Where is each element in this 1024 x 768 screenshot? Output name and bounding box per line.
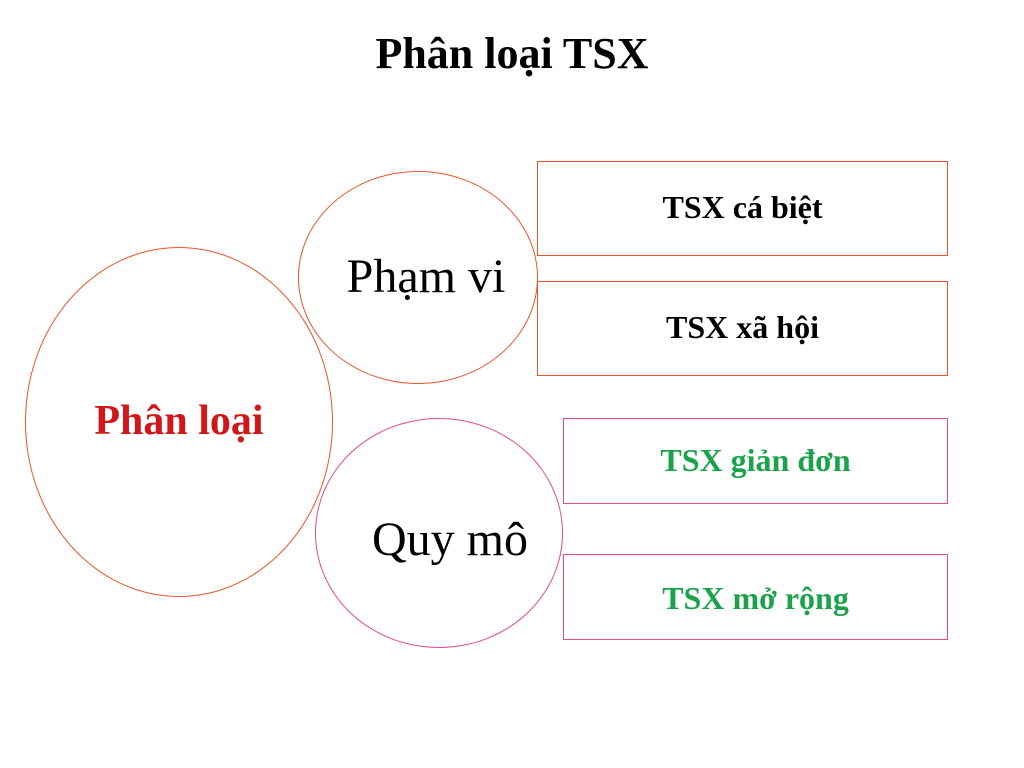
category-label-scale: Quy mô (372, 512, 528, 566)
leaf-label-individual: TSX cá biệt (662, 189, 823, 225)
leaf-box-simple: TSX giản đơn (563, 418, 948, 504)
category-label-scope: Phạm vi (346, 250, 506, 303)
category-node-scale: Quy mô (315, 418, 563, 648)
root-node-label: Phân loại (94, 398, 264, 444)
root-node-ellipse: Phân loại (25, 247, 333, 597)
leaf-label-social: TSX xã hội (666, 309, 819, 345)
leaf-label-expanded: TSX mở rộng (662, 579, 849, 616)
leaf-box-social: TSX xã hội (537, 281, 948, 376)
slide-title: Phân loại TSX (375, 29, 649, 78)
category-node-scope: Phạm vi (298, 171, 538, 384)
leaf-box-expanded: TSX mở rộng (563, 554, 948, 640)
leaf-label-simple: TSX giản đơn (660, 441, 851, 478)
leaf-box-individual: TSX cá biệt (537, 161, 948, 256)
